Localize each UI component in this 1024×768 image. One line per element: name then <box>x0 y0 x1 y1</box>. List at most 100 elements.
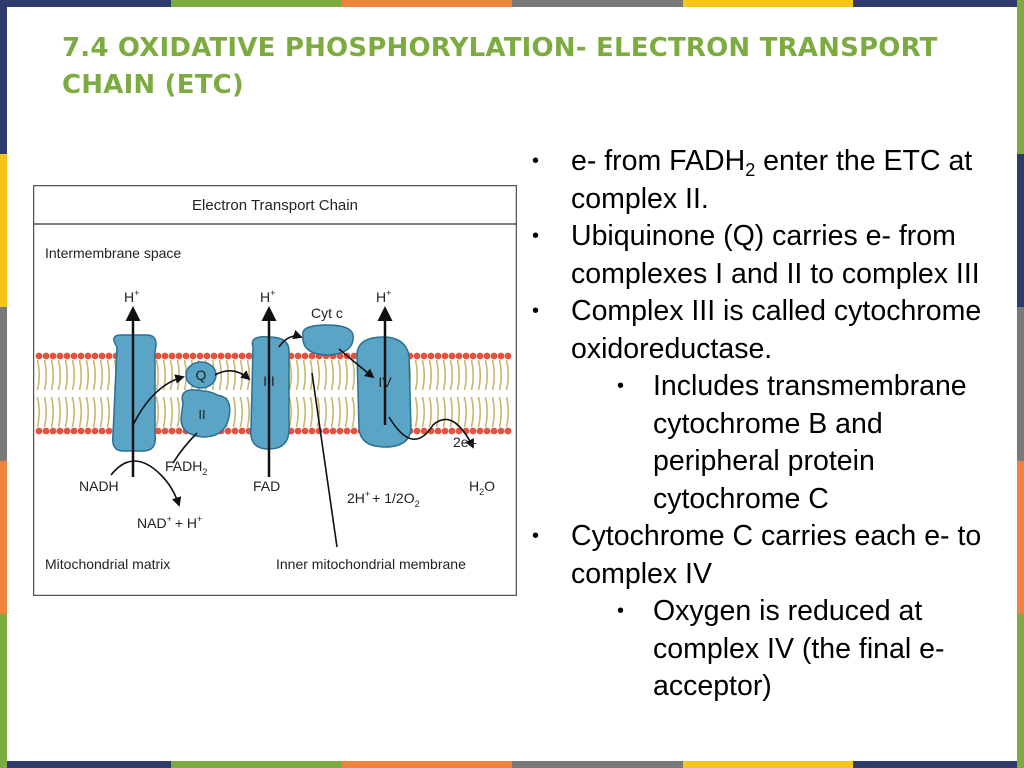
border-segment <box>1017 307 1024 461</box>
lipid-head <box>420 427 428 435</box>
inner-membrane-label: Inner mitochondrial membrane <box>276 556 466 572</box>
lipid-tail <box>498 359 503 391</box>
lipid-tail <box>78 359 83 391</box>
svg-text:H+: H+ <box>124 288 139 305</box>
lipid-head <box>168 352 176 360</box>
lipid-tail <box>421 359 426 391</box>
mitochondrial-matrix-label: Mitochondrial matrix <box>45 556 170 572</box>
lipid-head <box>231 427 239 435</box>
top-border <box>0 0 1024 7</box>
nadh-label: NADH <box>79 478 119 494</box>
lipid-head <box>490 352 498 360</box>
fadh2-to-complex-ii-arrow <box>172 432 198 464</box>
lipid-head <box>238 352 246 360</box>
lipid-head <box>476 427 484 435</box>
lipid-head <box>469 352 477 360</box>
svg-text:H+: H+ <box>260 288 275 305</box>
lipid-head <box>210 352 218 360</box>
lipid-head <box>301 427 309 435</box>
border-segment <box>512 0 683 7</box>
lipid-tail <box>36 396 41 428</box>
oxygen-label: 2H++ 1/2O2 <box>347 489 420 509</box>
border-segment <box>512 761 683 768</box>
etc-diagram: Electron Transport Chain Intermembrane s… <box>33 185 517 596</box>
complex-iii-to-cytc-arrow <box>278 330 303 348</box>
bullet-cytochrome-c: Cytochrome C carries each e- to complex … <box>532 518 1012 593</box>
lipid-head <box>224 352 232 360</box>
lipid-head <box>427 352 435 360</box>
lipid-head <box>98 352 106 360</box>
bullet-cytochrome-b: Includes transmembrane cytochrome B and … <box>532 368 1012 518</box>
lipid-tail <box>505 359 510 391</box>
lipid-tail <box>57 396 62 428</box>
lipid-tail <box>218 359 223 391</box>
lipid-head <box>105 427 113 435</box>
lipid-tail <box>414 359 419 391</box>
lipid-head <box>161 352 169 360</box>
lipid-head <box>42 352 50 360</box>
left-border <box>0 0 7 768</box>
lipid-head <box>224 427 232 435</box>
lipid-head <box>105 352 113 360</box>
border-segment <box>853 0 1024 7</box>
lipid-tail <box>428 396 433 428</box>
proton-pump-arrows <box>125 306 393 477</box>
lipid-head <box>238 427 246 435</box>
border-segment <box>0 614 7 768</box>
lipid-tail <box>64 396 69 428</box>
lipid-tail <box>288 396 293 428</box>
border-segment <box>0 761 171 768</box>
lipid-head <box>490 427 498 435</box>
lipid-tail <box>99 396 104 428</box>
bullet-fadh2-entry: e- from FADH2 enter the ETC at complex I… <box>532 143 1012 218</box>
lipid-head <box>343 427 351 435</box>
complex-ii-shape <box>180 389 231 438</box>
bullet-complex-iii: Complex III is called cytochrome oxidore… <box>532 293 1012 368</box>
lipid-tail <box>344 396 349 428</box>
lipid-head <box>504 352 512 360</box>
lipid-head <box>196 352 204 360</box>
lipid-tail <box>316 396 321 428</box>
lipid-tail <box>169 359 174 391</box>
lipid-head <box>70 352 78 360</box>
cytc-to-complex-iv-arrow <box>338 348 375 379</box>
lipid-tail <box>449 359 454 391</box>
lipid-tail <box>442 359 447 391</box>
slide-title: 7.4 OXIDATIVE PHOSPHORYLATION- ELECTRON … <box>62 33 938 100</box>
lipid-tail <box>337 396 342 428</box>
lipid-tail <box>71 396 76 428</box>
lipid-tail <box>64 359 69 391</box>
electron-flow-arrows <box>110 330 474 548</box>
lipid-head <box>84 427 92 435</box>
lipid-head <box>175 427 183 435</box>
lipid-tail <box>351 359 356 391</box>
q-to-complex-iii-arrow <box>214 370 251 381</box>
lipid-tail <box>498 396 503 428</box>
border-segment <box>853 761 1024 768</box>
border-segment <box>0 460 7 615</box>
lipid-tail <box>505 396 510 428</box>
lipid-head <box>77 352 85 360</box>
lipid-tail <box>470 396 475 428</box>
lipid-tail <box>92 359 97 391</box>
lipid-tail <box>246 396 251 428</box>
lipid-tail <box>155 359 160 391</box>
lipid-head <box>42 427 50 435</box>
lipid-tail <box>288 359 293 391</box>
lipid-tail <box>302 359 307 391</box>
lipid-tail <box>106 359 111 391</box>
border-segment <box>341 0 513 7</box>
lipid-tail <box>484 359 489 391</box>
lipid-head <box>483 427 491 435</box>
border-segment <box>0 0 171 7</box>
lipid-head <box>434 427 442 435</box>
lipid-head <box>182 352 190 360</box>
lipid-tail <box>435 359 440 391</box>
lipid-head <box>91 427 99 435</box>
fadh2-label: FADH2 <box>165 458 207 477</box>
complex-iv-to-water-arrow <box>388 416 474 449</box>
lipid-head <box>434 352 442 360</box>
lipid-tail <box>232 359 237 391</box>
lipid-tail <box>295 359 300 391</box>
lipid-tail <box>463 396 468 428</box>
